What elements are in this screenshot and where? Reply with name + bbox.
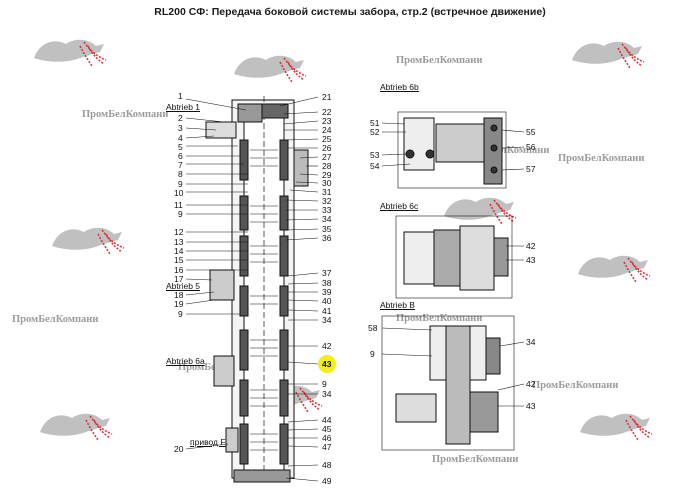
part-number: 9	[178, 179, 183, 189]
part-number: 25	[322, 134, 332, 144]
part-number: 27	[322, 152, 332, 162]
part-number: 34	[322, 389, 332, 399]
section-label-abtrieb-6c: Abtrieb 6c	[380, 201, 419, 211]
part-number: 28	[322, 161, 332, 171]
part-number: 44	[322, 415, 332, 425]
watermark-text: ПромБелКомпани	[82, 109, 169, 120]
part-number: 51	[370, 118, 380, 128]
part-number: 16	[174, 265, 184, 275]
part-number: 9	[178, 309, 183, 319]
part-number: 7	[178, 160, 183, 170]
part-number: 53	[370, 150, 380, 160]
part-number: 10	[174, 188, 184, 198]
part-number: 9	[322, 379, 327, 389]
watermark-text: ПромБелКомпани	[396, 313, 483, 324]
part-number: 30	[322, 178, 332, 188]
watermark-text: ПромБелКомпани	[558, 153, 645, 164]
part-number: 34	[322, 315, 332, 325]
part-number: 56	[526, 142, 536, 152]
section-label-abtrieb-5: Abtrieb 5	[166, 281, 201, 291]
part-number: 46	[322, 433, 332, 443]
part-number: 13	[174, 237, 184, 247]
part-number: 48	[322, 460, 332, 470]
part-number: 34	[526, 337, 536, 347]
part-number: 14	[174, 246, 184, 256]
part-number: 55	[526, 127, 536, 137]
watermark-logo-icon	[40, 413, 113, 441]
watermark-logo-icon	[52, 227, 125, 255]
part-number: 33	[322, 205, 332, 215]
part-number: 3	[178, 123, 183, 133]
part-number-highlighted: 43	[322, 359, 332, 369]
part-number: 9	[178, 209, 183, 219]
part-number: 5	[178, 142, 183, 152]
section-label-abtrieb-b: Abtrieb B	[380, 300, 415, 310]
part-number: 52	[370, 127, 380, 137]
part-number: 45	[322, 424, 332, 434]
section-label-abtrieb-6a: Abtrieb 6a	[166, 356, 205, 366]
part-number: 21	[322, 92, 332, 102]
part-number: 37	[322, 268, 332, 278]
part-number: 2	[178, 113, 183, 123]
part-number: 54	[370, 161, 380, 171]
part-number: 58	[368, 323, 378, 333]
part-number: 23	[322, 116, 332, 126]
part-number: 29	[322, 170, 332, 180]
part-number: 43	[526, 401, 536, 411]
part-number: 6	[178, 151, 183, 161]
part-number: 20	[174, 444, 184, 454]
part-number: 47	[322, 442, 332, 452]
part-number: 39	[322, 287, 332, 297]
part-number: 26	[322, 143, 332, 153]
part-number: 1	[178, 91, 183, 101]
watermark-text: ПромБелКомпани	[432, 454, 519, 465]
part-number: 34	[322, 214, 332, 224]
part-number: 43	[526, 255, 536, 265]
watermark-text: ПромБелКомпани	[532, 380, 619, 391]
part-number: 32	[322, 196, 332, 206]
part-number: 18	[174, 290, 184, 300]
watermark-text: ПромБелКомпани	[396, 55, 483, 66]
part-number: 42	[526, 241, 536, 251]
part-number: 9	[370, 349, 375, 359]
part-number: 42	[526, 379, 536, 389]
part-number: 19	[174, 299, 184, 309]
watermark-logo-icon	[234, 55, 307, 83]
part-number: 38	[322, 278, 332, 288]
section-label-privod-f: привод F	[190, 437, 226, 447]
section-label-abtrieb-1: Abtrieb 1	[166, 102, 201, 112]
part-number: 11	[174, 200, 183, 210]
part-number: 31	[322, 187, 332, 197]
part-number: 35	[322, 224, 332, 234]
watermark-logo-icon	[578, 255, 651, 283]
part-number: 41	[322, 306, 332, 316]
part-number: 15	[174, 255, 184, 265]
watermark-logo-icon	[444, 197, 517, 225]
part-number: 24	[322, 125, 332, 135]
page-title: RL200 СФ: Передача боковой системы забор…	[154, 6, 546, 18]
watermark-text: ПромБелКомпани	[12, 314, 99, 325]
watermark-logo-icon	[580, 413, 653, 441]
part-number: 57	[526, 164, 536, 174]
section-label-abtrieb-6b: Abtrieb 6b	[380, 82, 419, 92]
part-number: 49	[322, 476, 332, 486]
part-number: 36	[322, 233, 332, 243]
part-number: 22	[322, 107, 332, 117]
part-number: 4	[178, 133, 183, 143]
watermark-logo-icon	[572, 41, 645, 69]
part-number: 12	[174, 227, 184, 237]
watermark-logo-icon	[34, 39, 107, 67]
part-number: 17	[174, 274, 184, 284]
highlight-marker	[318, 355, 336, 373]
part-number: 42	[322, 341, 332, 351]
part-number: 40	[322, 296, 332, 306]
part-number: 8	[178, 169, 183, 179]
